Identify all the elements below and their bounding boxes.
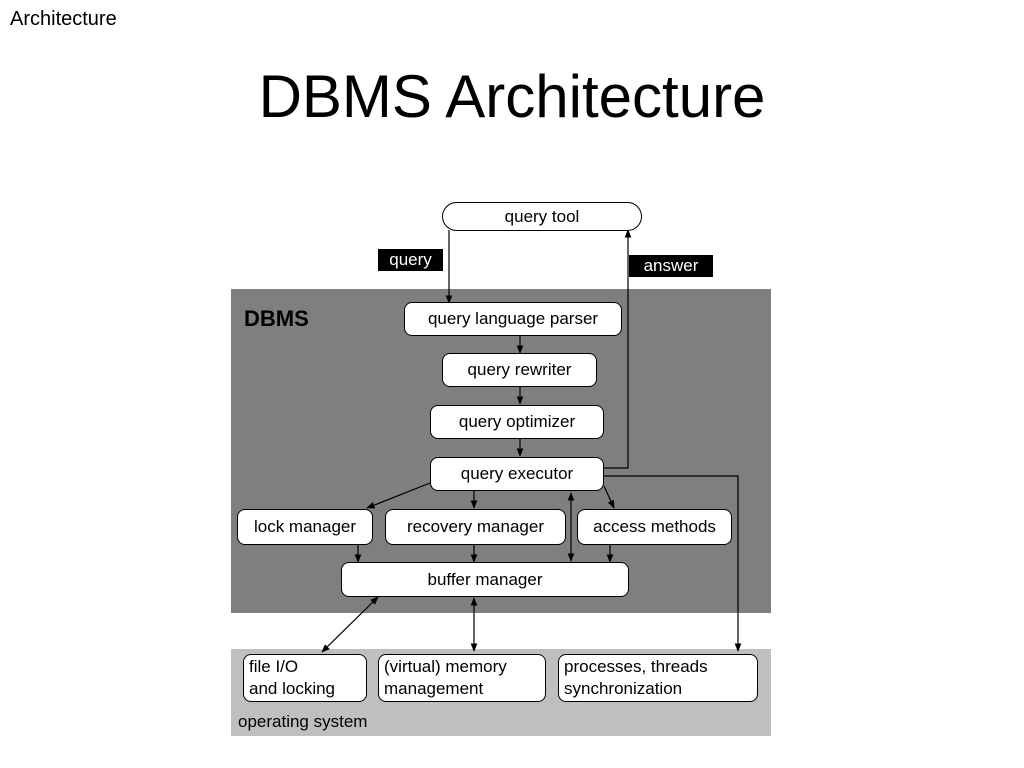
virtual-memory-line1: (virtual) memory: [384, 657, 507, 676]
file-io-box: file I/O and locking: [243, 654, 367, 702]
file-io-line2: and locking: [249, 679, 336, 698]
lock-manager-box: lock manager: [237, 509, 373, 545]
header-section-label: Architecture: [10, 8, 117, 30]
processes-threads-box: processes, threads synchronization: [558, 654, 758, 702]
dbms-label: DBMS: [244, 306, 309, 331]
arrow-executor-to-processes: [604, 475, 742, 652]
query-tag: query: [378, 249, 443, 271]
dbms-region: [231, 289, 771, 613]
query-rewriter-box: query rewriter: [442, 353, 597, 387]
arrow-executor-to-lock-manager: [366, 482, 431, 509]
processes-threads-line1: processes, threads: [564, 657, 708, 676]
query-optimizer-box: query optimizer: [430, 405, 604, 439]
arrow-buffer-file-io: [321, 596, 379, 653]
buffer-manager-box: buffer manager: [341, 562, 629, 597]
processes-threads-line2: synchronization: [564, 679, 683, 698]
arrow-executor-to-access-methods: [603, 485, 615, 509]
virtual-memory-line2: management: [384, 679, 484, 698]
slide-title: DBMS Architecture: [258, 63, 766, 130]
access-methods-box: access methods: [577, 509, 732, 545]
recovery-manager-box: recovery manager: [385, 509, 566, 545]
query-language-parser-box: query language parser: [404, 302, 622, 336]
query-tool-box: query tool: [442, 202, 642, 231]
virtual-memory-box: (virtual) memory management: [378, 654, 546, 702]
file-io-line1: file I/O: [249, 657, 299, 676]
arrow-executor-to-query-tool: [604, 229, 632, 469]
answer-tag: answer: [629, 255, 713, 277]
operating-system-label: operating system: [238, 712, 368, 731]
query-executor-box: query executor: [430, 457, 604, 491]
